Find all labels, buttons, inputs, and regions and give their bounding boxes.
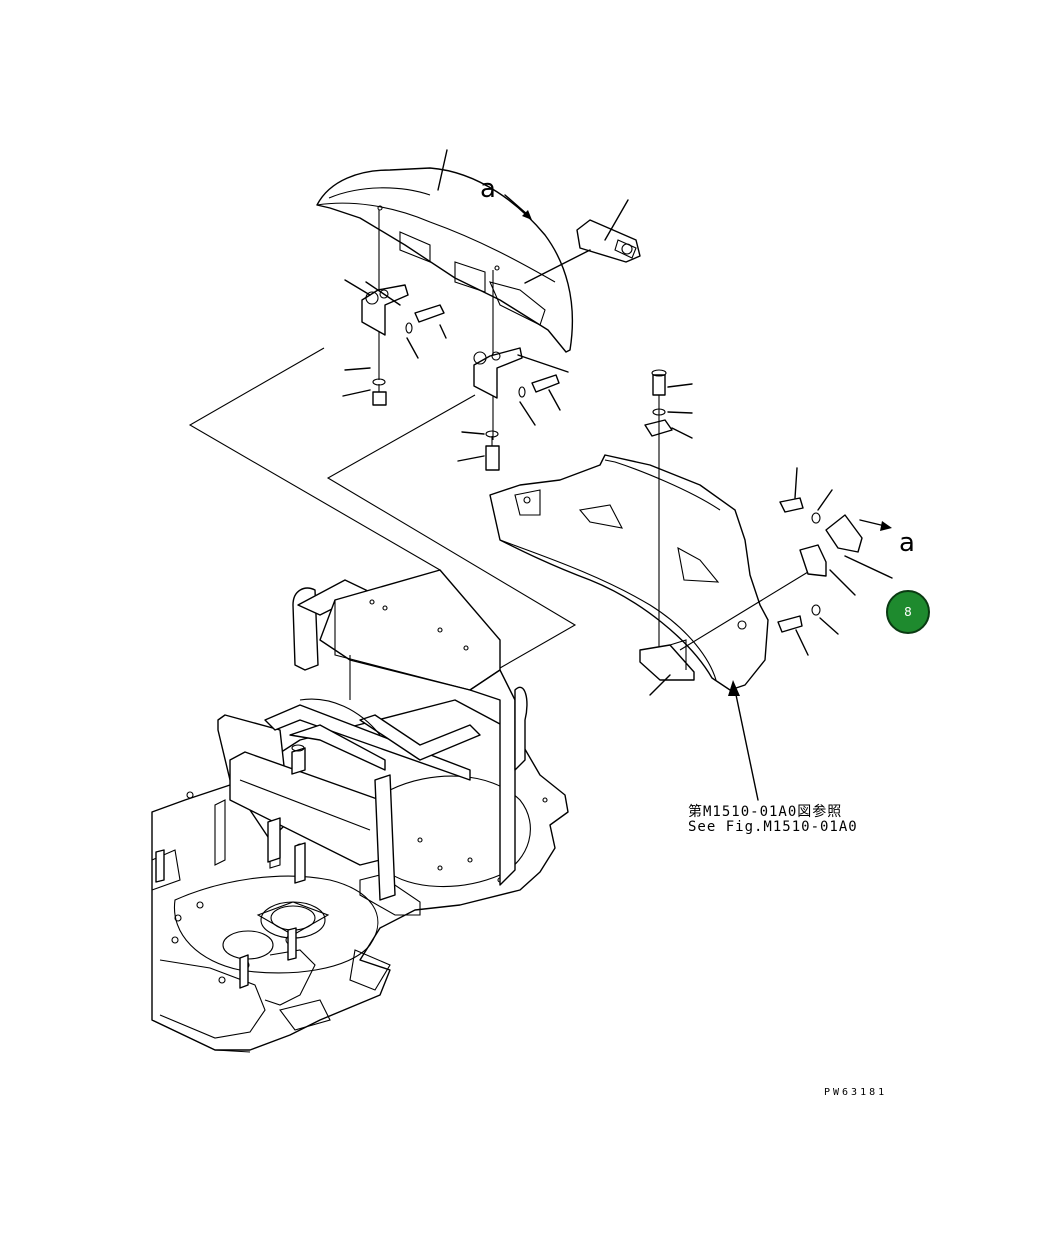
reference-note-japanese: 第M1510-01A0図参照: [688, 804, 843, 820]
page-badge[interactable]: 8: [886, 590, 930, 634]
bolt: [652, 374, 666, 396]
washer: [811, 512, 821, 524]
bolt-right: [518, 374, 561, 426]
reference-arrow: [728, 680, 759, 801]
bolt: [777, 615, 803, 633]
reference-note-english: See Fig.M1510-01A0: [688, 819, 858, 835]
leader-line: [437, 149, 448, 191]
seat-frame: [155, 569, 528, 989]
hinge-right: [473, 347, 569, 399]
bolt: [485, 445, 500, 471]
hinge-left: [344, 279, 409, 336]
lock-part: [524, 199, 641, 284]
view-label-a-right: a: [899, 528, 915, 558]
view-arrow-right: [859, 519, 892, 531]
lower-bracket: [639, 639, 695, 696]
side-cover-part: [489, 454, 769, 691]
latch-bracket: [679, 514, 893, 651]
bolt: [372, 391, 387, 406]
view-arrow-top: [504, 194, 532, 220]
view-label-a-top: a: [480, 174, 496, 204]
washer: [811, 604, 821, 616]
drawing-code: PW63181: [824, 1087, 888, 1098]
top-cover-part: [316, 167, 574, 353]
bolt-left: [405, 304, 447, 359]
bolt-top-right: [779, 467, 804, 513]
